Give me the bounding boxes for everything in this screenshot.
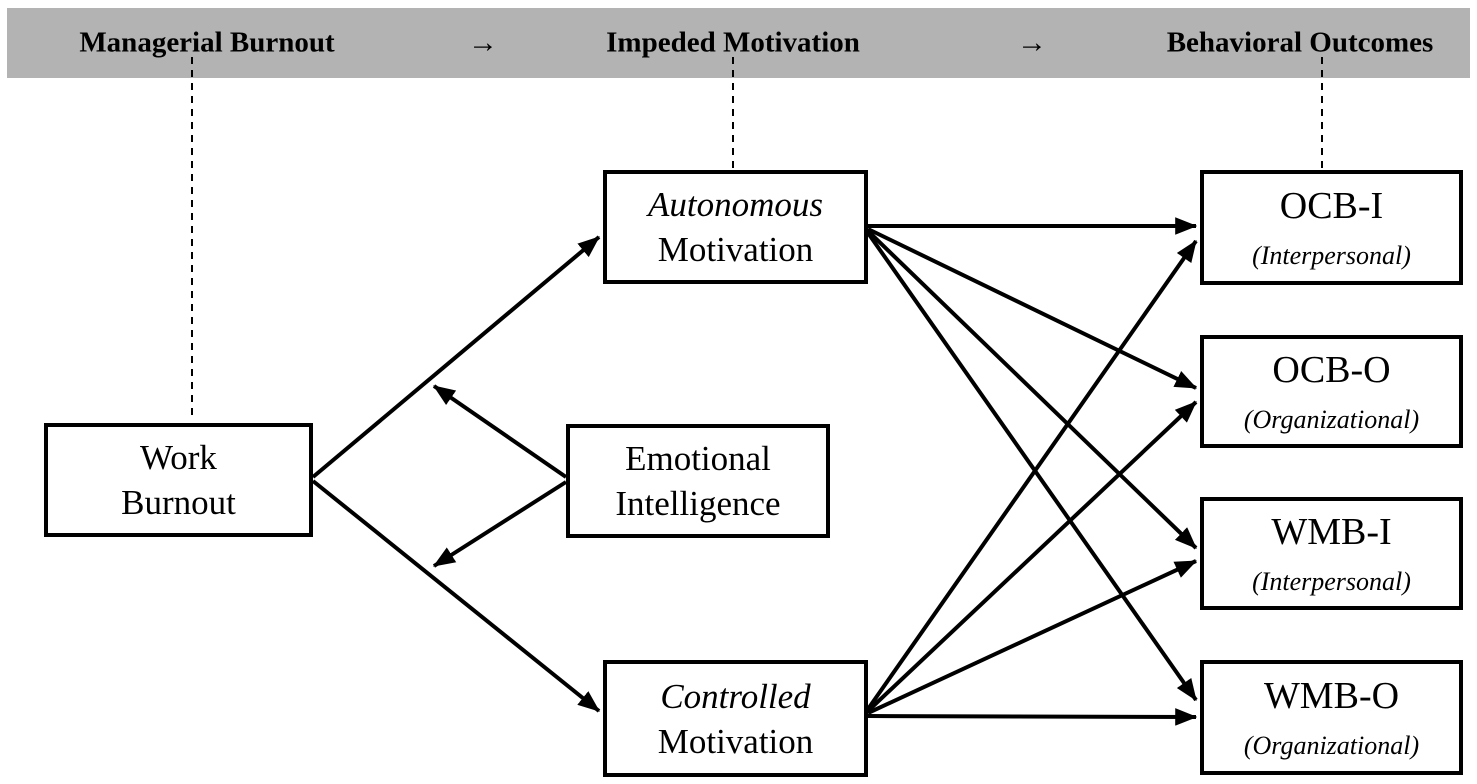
autonomous-motivation-label-line2: Motivation — [657, 230, 814, 269]
work-burnout-box: Work Burnout — [44, 423, 313, 537]
edge-work-burnout-to-autonomous-motivation — [311, 235, 601, 479]
edge-emotional-intelligence-moderates-controlled-path — [432, 480, 568, 568]
ocb-o-box: OCB-O (Organizational) — [1200, 335, 1463, 448]
edge-emotional-intelligence-moderates-autonomous-path — [432, 384, 568, 479]
wmb-o-title: WMB-O — [1263, 674, 1400, 717]
header-stage1-label: Managerial Burnout — [79, 26, 335, 59]
header-bar: Managerial Burnout → Impeded Motivation … — [7, 8, 1470, 78]
edge-controlled-motivation-to-wmb-i — [867, 559, 1198, 715]
ocb-o-subtitle: (Organizational) — [1243, 404, 1420, 434]
ocb-i-subtitle: (Interpersonal) — [1252, 240, 1411, 270]
autonomous-motivation-box: Autonomous Motivation — [603, 170, 868, 284]
ocb-i-title: OCB-I — [1279, 184, 1384, 227]
header-arrow-icon-2: → — [1017, 26, 1047, 59]
emotional-intelligence-label-line1: Emotional — [625, 439, 771, 478]
work-burnout-label-line2: Burnout — [121, 483, 236, 522]
edge-autonomous-motivation-to-wmb-o — [866, 231, 1198, 702]
edge-controlled-motivation-to-ocb-i — [866, 239, 1198, 711]
controlled-motivation-label-line1: Controlled — [660, 676, 811, 716]
wmb-i-box: WMB-I (Interpersonal) — [1200, 497, 1463, 610]
wmb-i-subtitle: (Interpersonal) — [1252, 566, 1411, 596]
header-stage2-label: Impeded Motivation — [606, 26, 860, 59]
edge-controlled-motivation-to-ocb-o — [866, 400, 1198, 713]
wmb-o-subtitle: (Organizational) — [1243, 730, 1420, 760]
ocb-i-box: OCB-I (Interpersonal) — [1200, 170, 1463, 285]
autonomous-motivation-label-line1: Autonomous — [648, 185, 823, 224]
emotional-intelligence-label-line2: Intelligence — [615, 484, 781, 523]
edge-work-burnout-to-controlled-motivation — [311, 479, 601, 713]
controlled-motivation-label-line2: Motivation — [657, 721, 814, 761]
controlled-motivation-box: Controlled Motivation — [603, 660, 868, 777]
wmb-i-title: WMB-I — [1271, 510, 1392, 553]
ocb-o-title: OCB-O — [1272, 348, 1391, 391]
edge-autonomous-motivation-to-wmb-i — [866, 229, 1198, 550]
header-stage3-label: Behavioral Outcomes — [1166, 26, 1434, 59]
header-arrow-icon-1: → — [468, 26, 498, 59]
edge-autonomous-motivation-to-ocb-o — [867, 227, 1198, 390]
work-burnout-label-line1: Work — [140, 438, 217, 477]
wmb-o-box: WMB-O (Organizational) — [1200, 660, 1463, 775]
edge-controlled-motivation-to-wmb-o — [867, 708, 1198, 726]
emotional-intelligence-box: Emotional Intelligence — [566, 424, 830, 538]
